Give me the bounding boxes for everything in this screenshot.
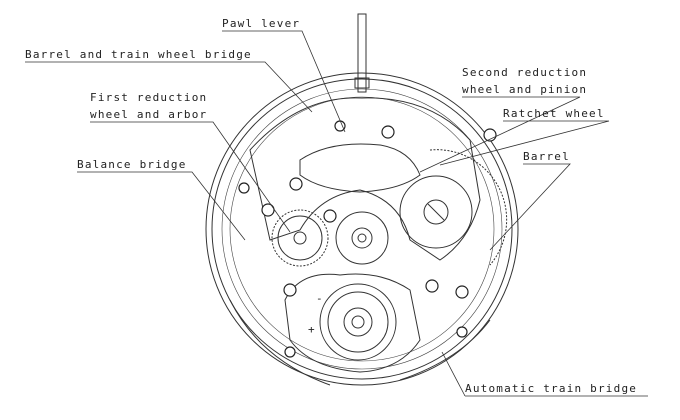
movement-drawing: + -: [205, 13, 519, 386]
center-wheel: [335, 211, 389, 265]
label-second-reduction-line2: wheel and pinion: [462, 83, 587, 96]
plus-mark: +: [308, 323, 316, 336]
label-balance-bridge: Balance bridge: [77, 158, 187, 171]
balance-assembly: + -: [284, 273, 421, 373]
labels: Pawl lever Barrel and train wheel bridge…: [25, 17, 637, 395]
label-barrel: Barrel: [523, 150, 570, 163]
label-barrel-and-train-wheel-bridge: Barrel and train wheel bridge: [25, 48, 252, 61]
first-reduction-wheel: [271, 209, 329, 267]
automatic-train-bridge: [229, 299, 331, 386]
label-pawl-lever: Pawl lever: [222, 17, 300, 30]
winding-stem: [357, 13, 367, 93]
label-ratchet-wheel: Ratchet wheel: [503, 107, 605, 120]
minus-mark: -: [316, 292, 324, 305]
label-automatic-train-bridge: Automatic train bridge: [465, 382, 637, 395]
barrel-and-train-wheel-bridge: [249, 97, 481, 261]
label-second-reduction-line1: Second reduction: [462, 66, 587, 79]
label-first-reduction-line1: First reduction: [90, 91, 207, 104]
screws: [238, 120, 497, 358]
label-first-reduction-line2: wheel and arbor: [90, 108, 207, 121]
pawl-lever: [299, 143, 421, 193]
leader-lines: [25, 30, 648, 397]
ratchet-wheel: [399, 175, 473, 249]
balance-bridge: [284, 273, 421, 373]
